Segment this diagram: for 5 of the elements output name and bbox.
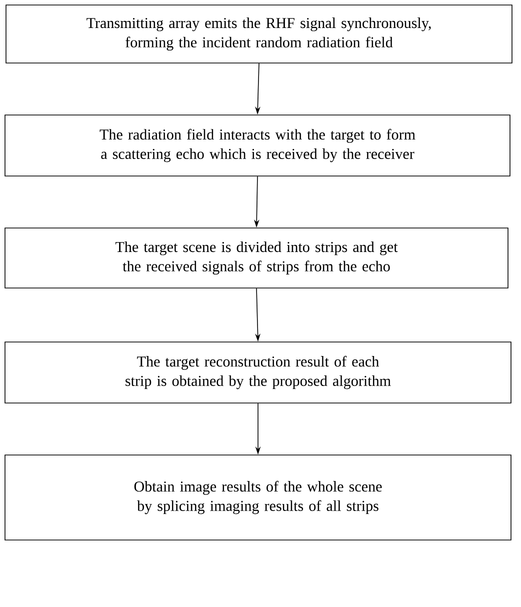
- process-box: Obtain image results of the whole scene by splicing imaging results of all strips: [4, 454, 512, 540]
- process-box: The target reconstruction result of each strip is obtained by the proposed algorithm: [4, 342, 512, 404]
- process-box: Transmitting array emits the RHF signal synchronously, forming the incident random radiation field: [6, 4, 512, 64]
- process-box: The radiation field interacts with the target to form a scattering echo which is received by the receiver: [4, 114, 510, 176]
- process-box: The target scene is divided into strips and get the received signals of strips from the echo: [4, 228, 508, 288]
